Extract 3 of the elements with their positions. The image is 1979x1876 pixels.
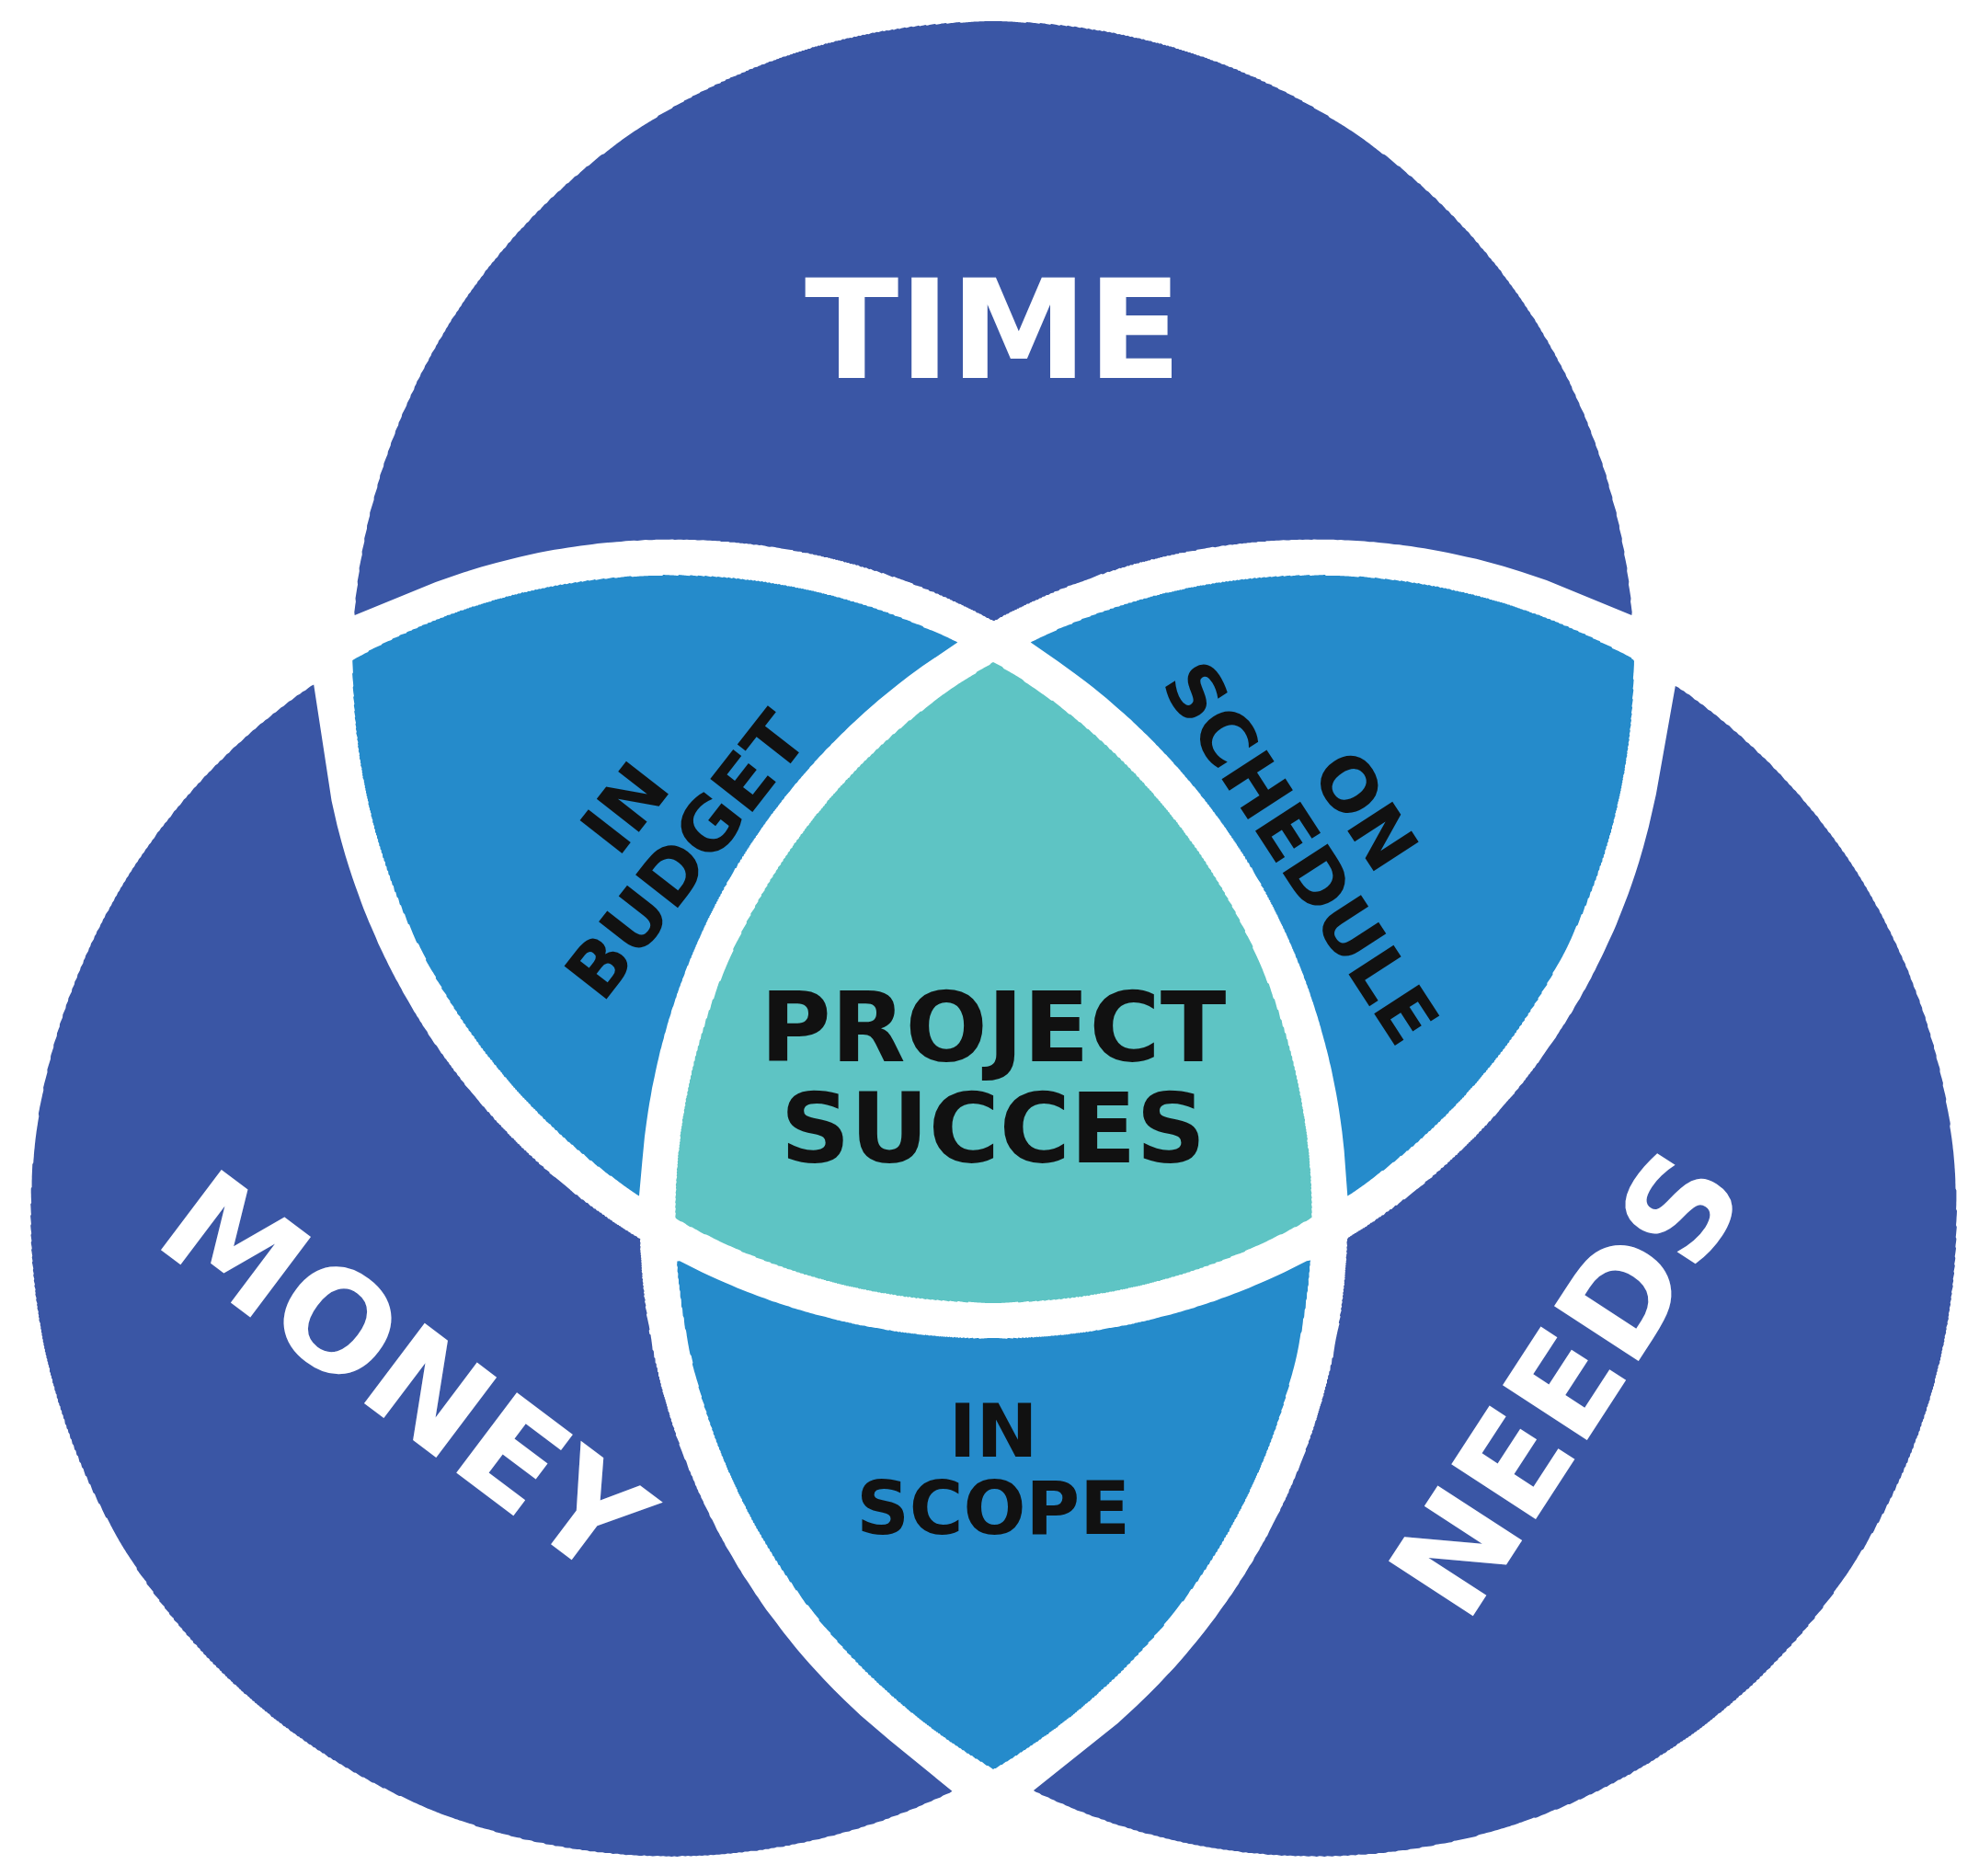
circle-label: TIME <box>805 258 1182 404</box>
overlap-label: IN SCOPE <box>856 1393 1130 1548</box>
venn-overlap <box>677 1260 1311 1769</box>
